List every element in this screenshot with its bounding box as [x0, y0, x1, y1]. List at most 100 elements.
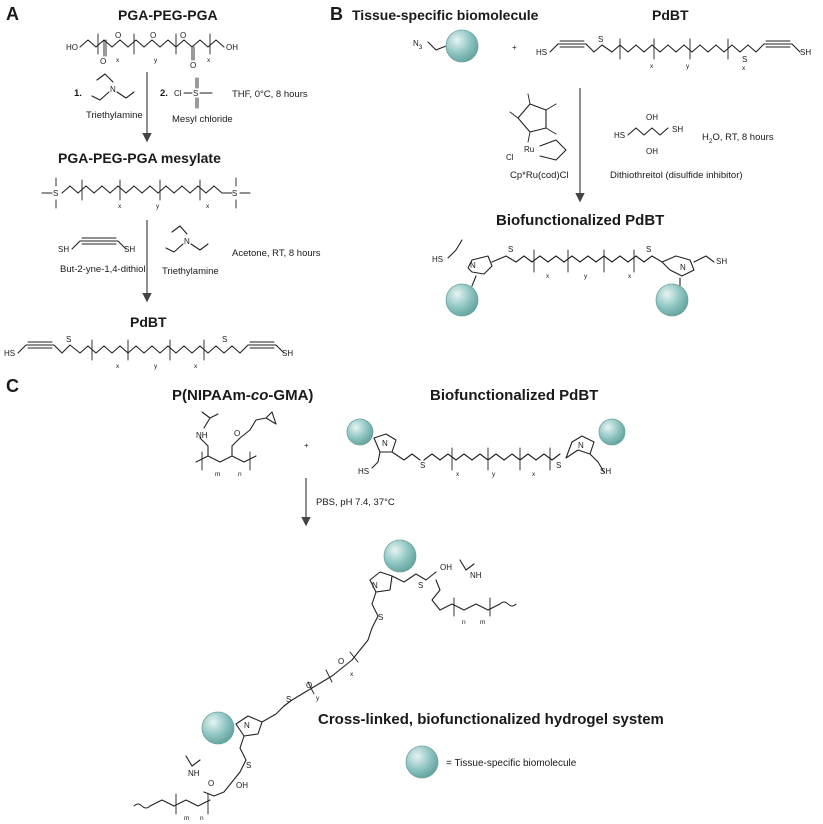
- s-atom-label: S: [420, 461, 425, 470]
- oh-atom-label: OH: [440, 563, 452, 572]
- pdbt-structure: HS S S SH x y x: [4, 335, 293, 370]
- ester-o-atom: O: [338, 657, 344, 666]
- catalyst-label: Cp*Ru(cod)Cl: [510, 170, 569, 181]
- repeat-x-label: x: [628, 273, 632, 280]
- s-atom-label: S: [66, 335, 71, 344]
- pdbt-product-title: PdBT: [130, 314, 167, 330]
- n-atom-label: N: [110, 85, 116, 94]
- repeat-x-label: x: [350, 671, 354, 678]
- panel-label-b: B: [330, 4, 343, 24]
- repeat-n-label: n: [200, 815, 204, 822]
- s-atom-label: S: [232, 189, 237, 198]
- triethylamine-structure: 1. N Triethylamine: [74, 73, 143, 121]
- mesyl-chloride-label: Mesyl chloride: [172, 114, 233, 125]
- carbonyl-o-atom: O: [190, 61, 196, 70]
- s-atom-label: S: [556, 461, 561, 470]
- oh-atom-label: OH: [236, 781, 248, 790]
- repeat-m-label: m: [480, 619, 485, 626]
- oh-atom-label: OH: [646, 147, 658, 156]
- s-atom-label: S: [193, 89, 198, 98]
- s-atom-label: S: [222, 335, 227, 344]
- sh-atom-label: HS: [358, 467, 369, 476]
- butyne-dithiol-label: But-2-yne-1,4-dithiol: [60, 264, 146, 275]
- repeat-m-label: m: [184, 815, 189, 822]
- azide-label: N3: [413, 39, 423, 51]
- s-atom-label: S: [646, 245, 651, 254]
- repeat-n-label: n: [462, 619, 466, 626]
- sh-atom-label: HS: [614, 131, 625, 140]
- repeat-x-label: x: [456, 471, 460, 478]
- butyne-dithiol-structure: SH SH But-2-yne-1,4-dithiol: [58, 237, 146, 275]
- s-atom-label: S: [418, 581, 423, 590]
- dtt-label: Dithiothreitol (disulfide inhibitor): [610, 170, 743, 181]
- repeat-x-label: x: [742, 65, 746, 72]
- pdbt-structure: HS S S SH x y x: [536, 35, 811, 72]
- sh-atom-label: SH: [124, 245, 135, 254]
- sh-atom-label: HS: [536, 48, 547, 57]
- sh-atom-label: HS: [4, 349, 15, 358]
- triazole-n-label: N: [382, 439, 388, 448]
- repeat-x-label: x: [116, 363, 120, 370]
- sh-atom-label: SH: [672, 125, 683, 134]
- repeat-x-label: x: [532, 471, 536, 478]
- mesyl-chloride-structure: 2. Cl S Mesyl chloride: [160, 77, 233, 125]
- s-atom-label: S: [246, 761, 251, 770]
- panel-c: C P(NIPAAm-co-GMA) Biofunctionalized PdB…: [6, 376, 664, 822]
- biofunctionalized-pdbt-structure: HS N S S N SH x y x: [432, 239, 727, 317]
- legend: = Tissue-specific biomolecule: [405, 745, 577, 779]
- triethylamine-label: Triethylamine: [162, 266, 219, 277]
- ether-o-atom: O: [150, 31, 156, 40]
- oh-atom-label: OH: [226, 43, 238, 52]
- biomolecule-bead-icon: [655, 283, 689, 317]
- legend-bead-icon: [405, 745, 439, 779]
- repeat-y-label: y: [154, 57, 158, 64]
- s-atom-label: S: [53, 189, 58, 198]
- biomolecule-title: Tissue-specific biomolecule: [352, 7, 539, 23]
- biomolecule-bead-icon: [201, 711, 235, 745]
- oh-atom-label: OH: [646, 113, 658, 122]
- plus-sign: +: [512, 43, 517, 52]
- biofunctionalized-pdbt-title: Biofunctionalized PdBT: [496, 212, 664, 229]
- ho-atom-label: HO: [66, 43, 78, 52]
- repeat-y-label: y: [584, 273, 588, 280]
- biomolecule-bead-icon: [598, 418, 626, 446]
- s-atom-label: S: [598, 35, 603, 44]
- repeat-n-label: n: [238, 471, 242, 478]
- ether-o-atom: O: [306, 681, 312, 690]
- triazole-n-label: N: [470, 261, 476, 270]
- cl-atom-label: Cl: [506, 153, 514, 162]
- reagent-step-2-number: 2.: [160, 88, 168, 99]
- repeat-x-label: x: [194, 363, 198, 370]
- triethylamine-label: Triethylamine: [86, 110, 143, 121]
- ester-o-atom: O: [115, 31, 121, 40]
- repeat-x-label: x: [116, 57, 120, 64]
- sh-atom-label: SH: [716, 257, 727, 266]
- hydrogel-system-label: Cross-linked, biofunctionalized hydrogel…: [318, 711, 664, 728]
- pga-peg-pga-title: PGA-PEG-PGA: [118, 7, 218, 23]
- dithiothreitol-structure: HS OH OH SH Dithiothreitol (disulfide in…: [610, 113, 743, 181]
- biomolecule-bead-icon: [445, 283, 479, 317]
- sh-atom-label: SH: [282, 349, 293, 358]
- ester-o-atom: O: [208, 779, 214, 788]
- repeat-m-label: m: [215, 471, 220, 478]
- pga-peg-pga-structure: HO O O O O O x y x OH: [66, 31, 238, 70]
- sh-atom-label: SH: [58, 245, 69, 254]
- c-conditions: PBS, pH 7.4, 37°C: [316, 497, 395, 508]
- triazole-n-label: N: [244, 721, 250, 730]
- s-atom-label: S: [508, 245, 513, 254]
- panel-label-a: A: [6, 4, 19, 24]
- cp-ru-catalyst-structure: Ru Cl Cp*Ru(cod)Cl: [506, 93, 569, 181]
- panel-a: A PGA-PEG-PGA HO O O O O O x y x OH 1. N…: [4, 4, 321, 370]
- biofunctionalized-pdbt-title: Biofunctionalized PdBT: [430, 387, 598, 404]
- s-atom-label: S: [286, 695, 291, 704]
- biomolecule-bead-icon: [383, 539, 417, 573]
- sh-atom-label: SH: [800, 48, 811, 57]
- repeat-y-label: y: [154, 363, 158, 370]
- s-atom-label: S: [742, 55, 747, 64]
- repeat-x-label: x: [206, 203, 210, 210]
- triazole-n-label: N: [578, 441, 584, 450]
- polymer-title: P(NIPAAm-co-GMA): [172, 387, 313, 404]
- hydrogel-network-structure: N S OH NH n m S O O x y S N S OH: [133, 539, 517, 822]
- mesylate-title: PGA-PEG-PGA mesylate: [58, 150, 221, 166]
